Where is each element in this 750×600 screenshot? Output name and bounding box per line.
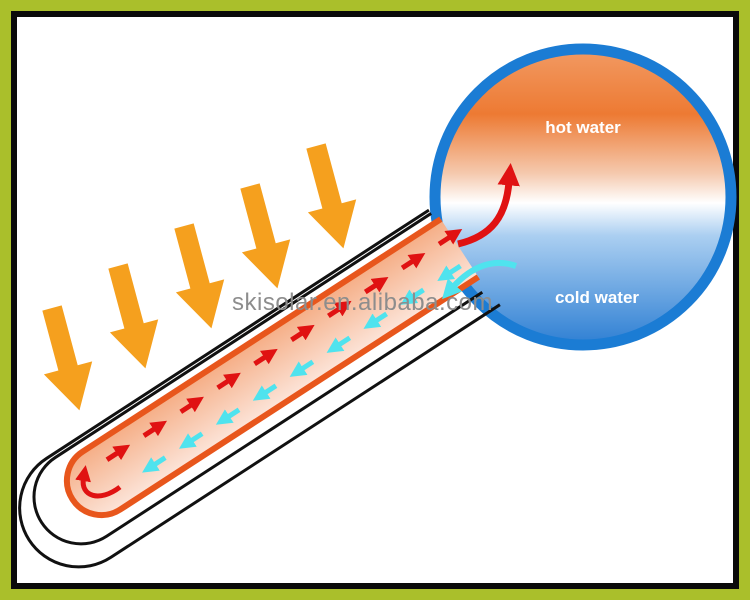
cold-flow-arrow [289,359,315,377]
outer-glass-wall [32,212,484,546]
hot-uturn-arrow [75,465,122,499]
cold-flow-arrow [142,455,167,473]
hot-flow-arrows [75,229,463,499]
cold-flow-arrows [142,263,462,473]
cold-flow-arrow [215,407,241,425]
hot-flow-arrow [363,276,389,295]
absorber-tube-fill [66,219,479,516]
cold-flow-arrow [252,383,278,401]
evacuated-tube [18,208,501,569]
watermark-text: skisolar.en.alibaba.com [232,289,493,316]
cold-entry-arrow [442,260,518,300]
hot-rise-arrow [457,163,520,248]
hot-flow-arrow [105,444,131,462]
water-tank-circle [429,43,737,351]
cold-flow-arrow [326,335,352,353]
cold-flow-arrow [363,311,389,329]
hot-flow-arrow [400,252,426,271]
cold-flow-arrow [400,287,425,305]
cold-flow-arrow [178,431,204,449]
hot-flow-arrow [216,372,241,390]
outer-glass-wall-2 [18,208,501,569]
hot-flow-arrow [437,229,463,247]
hot-flow-arrow [290,324,315,343]
cold-water-label: cold water [555,288,639,307]
absorber-tube-outline [63,216,480,519]
cold-flow-arrow [437,263,462,281]
hot-flow-arrow [142,420,168,438]
hot-flow-arrow [327,300,352,319]
hot-flow-arrow [253,348,278,366]
hot-water-label: hot water [545,118,621,137]
hot-flow-arrow [179,396,204,414]
